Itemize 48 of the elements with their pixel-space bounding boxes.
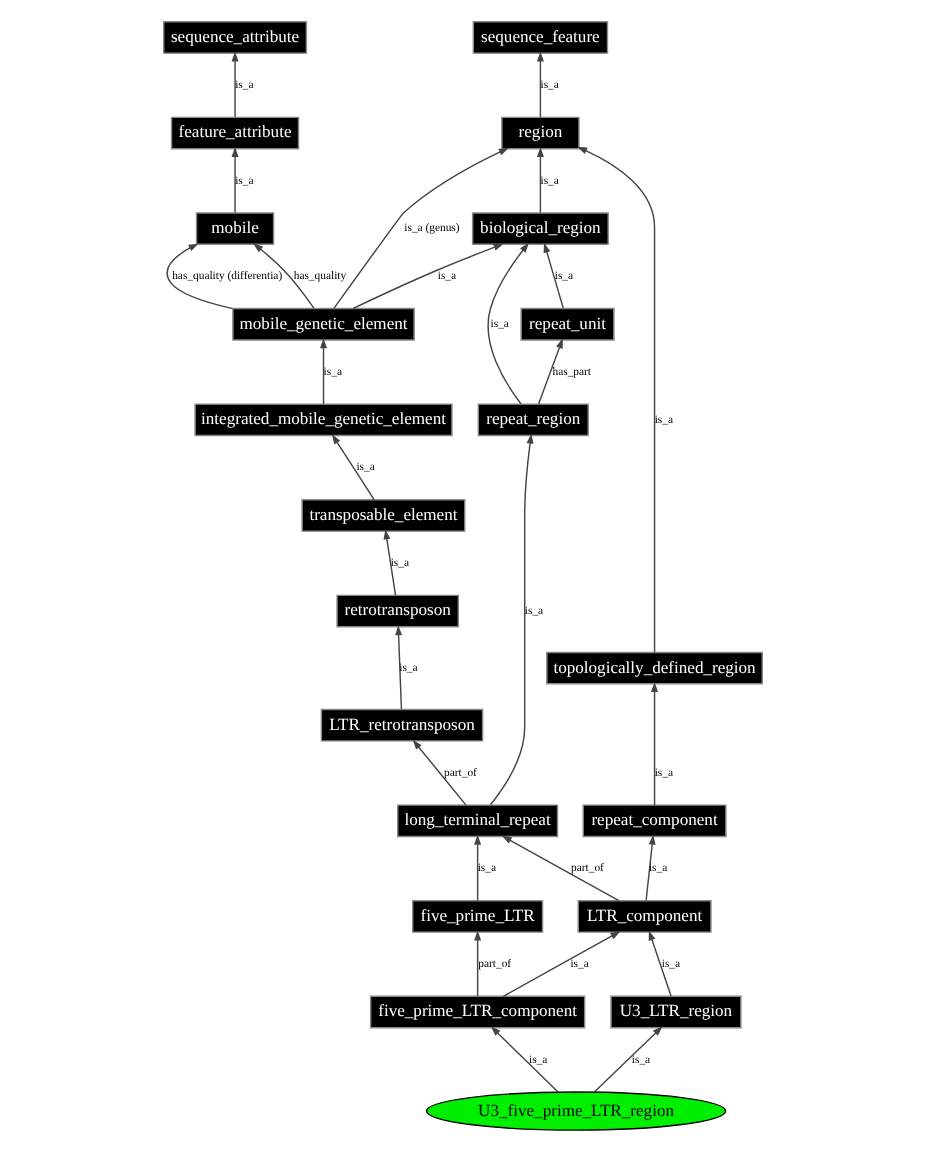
node-box: U3_LTR_region: [610, 995, 742, 1029]
arrow: [537, 338, 563, 405]
arrow: [502, 931, 621, 997]
node-box: feature_attribute: [170, 116, 300, 150]
node-box: sequence_feature: [472, 21, 609, 54]
arrow: [320, 338, 328, 405]
arrow: [648, 930, 672, 997]
node-box: topologically_defined_region: [546, 651, 763, 685]
arrow: [395, 625, 403, 710]
node-box: transposable_element: [301, 499, 466, 532]
arrow: [543, 242, 564, 310]
arrow: [593, 1026, 663, 1093]
node-box: repeat_region: [477, 403, 589, 437]
arrow: [651, 681, 659, 806]
node-box: integrated_mobile_genetic_element: [194, 403, 453, 437]
arrow: [489, 433, 534, 806]
arrow: [536, 51, 544, 118]
node-box: sequence_attribute: [163, 21, 308, 54]
node-box: LTR_retrotransposon: [320, 708, 484, 742]
arrow: [231, 51, 239, 118]
arrow: [412, 739, 467, 806]
arrow: [490, 1026, 559, 1093]
arrow: [474, 930, 482, 997]
node-box: LTR_component: [577, 900, 712, 933]
node-box: repeat_unit: [520, 307, 615, 341]
arrow: [352, 243, 504, 310]
node-box: repeat_component: [582, 804, 727, 838]
arrow: [231, 147, 239, 214]
arrow: [474, 834, 482, 902]
node-box: biological_region: [471, 212, 609, 246]
arrow: [645, 834, 656, 902]
arrow: [501, 835, 620, 902]
arrow: [577, 146, 656, 653]
arrow: [331, 434, 375, 501]
node-box: five_prime_LTR: [412, 900, 544, 933]
arrow: [383, 529, 397, 596]
arrow: [333, 147, 509, 310]
arrow: [536, 147, 544, 214]
node-ellipse: U3_five_prime_LTR_region: [425, 1091, 727, 1131]
node-box: five_prime_LTR_component: [369, 995, 586, 1029]
arrow: [253, 243, 315, 309]
arrow: [487, 242, 529, 405]
node-box: mobile_genetic_element: [232, 307, 415, 341]
node-box: retrotransposon: [336, 594, 460, 628]
arrow: [166, 243, 234, 310]
node-box: long_terminal_repeat: [397, 804, 559, 838]
node-box: mobile: [195, 212, 275, 246]
node-box: region: [501, 116, 580, 150]
